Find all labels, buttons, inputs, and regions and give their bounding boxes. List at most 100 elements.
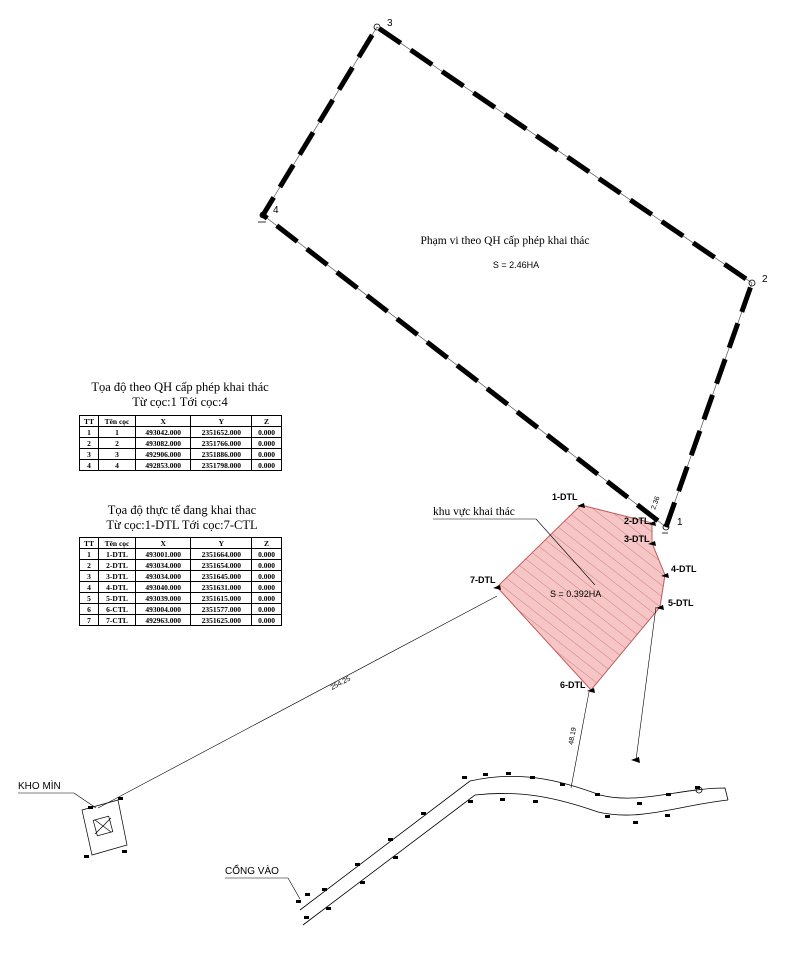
mining-zone-size: S = 0.392HA: [550, 589, 601, 599]
edge-dimension: 2.36: [650, 495, 661, 510]
table1-cell: 2: [98, 437, 136, 449]
table2-cell: 2351631.000: [190, 581, 253, 593]
table2-cell: 493034.000: [134, 559, 192, 571]
table1-cell: 2351766.000: [190, 437, 253, 449]
table1-header-x: X: [134, 415, 192, 427]
table1-cell: 0.000: [251, 426, 282, 438]
table2-header-y: Y: [190, 537, 253, 549]
table1-header-z: Z: [251, 415, 282, 427]
corner-label-4: 4: [273, 205, 279, 216]
licensed-area-size: S = 2.46HA: [493, 260, 539, 270]
licensed-area-title: Phạm vi theo QH cấp phép khai thác: [421, 234, 590, 247]
warehouse-symbol: [81, 799, 128, 856]
access-road: [299, 776, 729, 926]
table1-cell: 2: [79, 437, 99, 449]
survey-line-east: [635, 606, 657, 761]
table2-subtitle: Từ cọc:1-DTL Tới cọc:7-CTL: [106, 518, 258, 532]
warehouse-label: KHO MÌN: [18, 779, 61, 792]
table1-cell: 3: [98, 448, 136, 460]
table2-cell: 2351664.000: [190, 548, 253, 560]
table1-cell: 493042.000: [134, 426, 192, 438]
table2-cell: 492963.000: [134, 614, 192, 626]
line-to-warehouse: [97, 595, 498, 809]
table1-header-name: Tên cọc: [98, 415, 136, 427]
table2-cell: 0.000: [251, 548, 282, 560]
table2-header-name: Tên cọc: [98, 537, 136, 549]
dimension-to-road: 48.19: [568, 727, 578, 746]
table1-cell: 0.000: [251, 459, 282, 471]
point-label-3-dtl: 3-DTL: [624, 534, 650, 544]
corner-label-1: 1: [677, 517, 683, 528]
table1-header-y: Y: [190, 415, 253, 427]
table1-cell: 0.000: [251, 448, 282, 460]
table1-title-block: Tọa độ theo QH cấp phép khai thác Từ cọc…: [50, 380, 310, 410]
table2-header-z: Z: [251, 537, 282, 549]
table2-header-tt: TT: [79, 537, 99, 549]
table2-cell: 0.000: [251, 603, 282, 615]
table1-cell: 2351886.000: [190, 448, 253, 460]
table1-cell: 4: [98, 459, 136, 471]
line-to-road: [570, 691, 590, 789]
table2-title-block: Tọa độ thực tế đang khai thac Từ cọc:1-D…: [52, 503, 312, 533]
table1-subtitle: Từ cọc:1 Tới cọc:4: [132, 395, 228, 409]
gate-label: CỔNG VÀO: [225, 864, 279, 877]
corner-label-3: 3: [387, 18, 393, 29]
licensed-area-boundary: [259, 23, 755, 532]
table2-cell: 493034.000: [134, 570, 192, 582]
table2-cell: 493040.000: [134, 581, 192, 593]
table2-cell: 2351625.000: [190, 614, 253, 626]
table2-cell: 4-DTL: [98, 581, 136, 593]
table2-cell: 4: [79, 581, 99, 593]
point-label-1-dtl: 1-DTL: [552, 492, 578, 502]
table2-cell: 7-CTL: [98, 614, 136, 626]
road-markers: [296, 772, 700, 919]
table1-cell: 1: [98, 426, 136, 438]
table2-cell: 0.000: [251, 614, 282, 626]
table1-cell: 4: [79, 459, 99, 471]
table1-cell: 0.000: [251, 437, 282, 449]
table2-cell: 2351645.000: [190, 570, 253, 582]
table2-cell: 7: [79, 614, 99, 626]
table1-title: Tọa độ theo QH cấp phép khai thác: [91, 380, 269, 394]
table1-cell: 2351652.000: [190, 426, 253, 438]
table2-title: Tọa độ thực tế đang khai thac: [107, 503, 257, 517]
table1-cell: 493082.000: [134, 437, 192, 449]
table2-header-x: X: [134, 537, 192, 549]
warehouse-markers: [84, 797, 127, 858]
table1-cell: 2351798.000: [190, 459, 253, 471]
table2-cell: 0.000: [251, 592, 282, 604]
table2-cell: 1-DTL: [98, 548, 136, 560]
licensed-area-thin-outline: [262, 26, 753, 528]
table2-cell: 6-CTL: [98, 603, 136, 615]
point-label-4-dtl: 4-DTL: [671, 564, 697, 574]
table2-header-row: TT Tên cọc X Y Z: [79, 537, 282, 549]
table2-cell: 6: [79, 603, 99, 615]
table2-cell: 2351577.000: [190, 603, 253, 615]
mining-zone-label: khu vực khai thác: [433, 506, 515, 518]
table2-cell: 493001.000: [134, 548, 192, 560]
table2-cell: 0.000: [251, 581, 282, 593]
mining-zone-leader-diag: [535, 518, 596, 586]
table2-cell: 5: [79, 592, 99, 604]
table2-cell: 0.000: [251, 559, 282, 571]
table2-cell: 2-DTL: [98, 559, 136, 571]
table2-cell: 493039.000: [134, 592, 192, 604]
point-label-2-dtl: 2-DTL: [624, 516, 650, 526]
table2-cell: 5-DTL: [98, 592, 136, 604]
gate-leader-diag: [287, 877, 301, 900]
point-label-7-dtl: 7-DTL: [470, 575, 496, 585]
table2-cell: 3: [79, 570, 99, 582]
mining-zone-area: [496, 504, 666, 691]
